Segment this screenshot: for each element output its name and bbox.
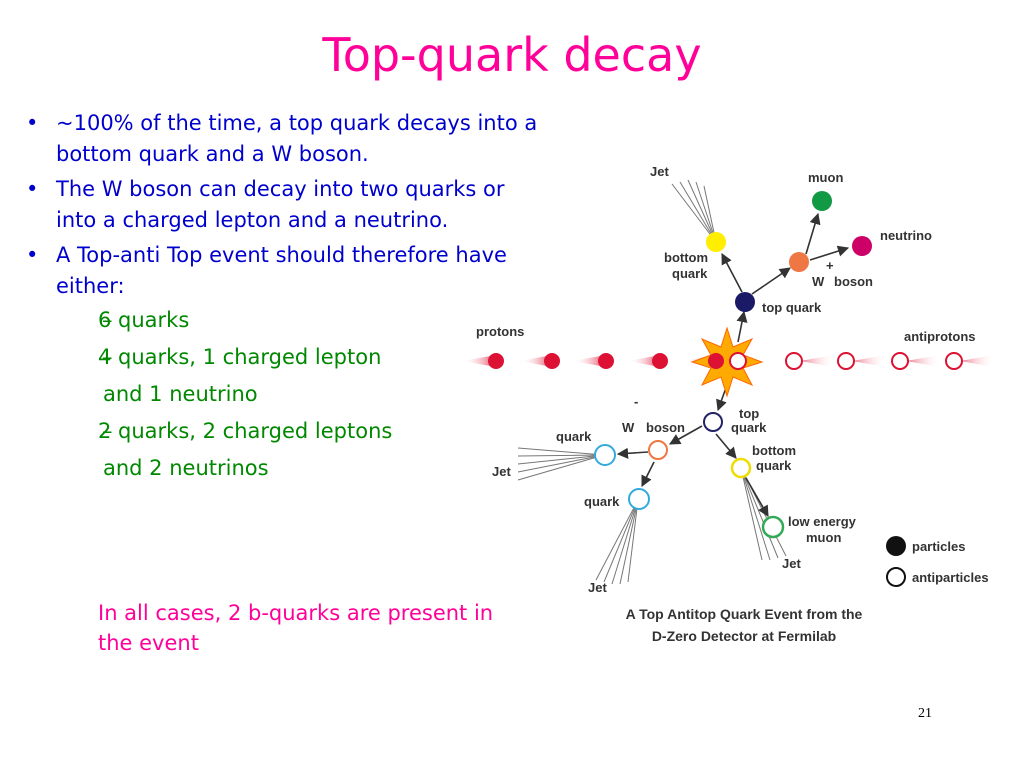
bullet-item: • A Top-anti Top event should therefore h… — [22, 240, 542, 487]
antiproton-particle — [945, 352, 963, 370]
antiproton-particle — [785, 352, 803, 370]
muon-particle — [812, 191, 832, 211]
legend-particles-marker — [886, 536, 906, 556]
label-jet-top: Jet — [650, 164, 669, 179]
bullet-list: • ~100% of the time, a top quark decays i… — [22, 108, 542, 491]
legend-particles-label: particles — [912, 539, 965, 554]
proton-particle — [598, 353, 614, 369]
label-bottom-quark-bottom-2: quark — [756, 458, 792, 473]
label-w-bottom: W — [622, 420, 635, 435]
decay-arrows — [616, 212, 850, 517]
proton-particle — [544, 353, 560, 369]
label-jet-bottom-right: Jet — [782, 556, 801, 571]
label-bottom-quark-top-1: bottom — [664, 250, 708, 265]
proton-beam — [462, 353, 716, 369]
label-bottom-quark-top-2: quark — [672, 266, 708, 281]
summary-note: In all cases, 2 b-quarks are present in … — [98, 601, 494, 655]
label-w-top: W — [812, 274, 825, 289]
sub-bullet-text: 6 quarks — [98, 308, 190, 332]
antiproton-particle — [837, 352, 855, 370]
bullet-dot: • — [26, 177, 39, 201]
bullet-item: • ~100% of the time, a top quark decays i… — [22, 108, 542, 170]
jet-lines-top — [671, 179, 717, 243]
w-boson-particle — [789, 252, 809, 272]
proton-particle — [488, 353, 504, 369]
label-top-bottom-2: quark — [731, 420, 767, 435]
diagram-caption-line1: A Top Antitop Quark Event from the — [626, 606, 863, 622]
label-muon-low: muon — [806, 530, 841, 545]
sub-bullet-item: –2 quarks, 2 charged leptons and 2 neutri… — [56, 413, 542, 487]
label-bottom-quark-bottom-1: bottom — [752, 443, 796, 458]
legend: particles antiparticles — [886, 536, 989, 587]
legend-antiparticles-label: antiparticles — [912, 570, 989, 585]
sub-bullet-text: 4 quarks, 1 charged lepton — [98, 345, 382, 369]
sub-bullet-item: –4 quarks, 1 charged lepton and 1 neutrin… — [56, 339, 542, 413]
label-top-quark: top quark — [762, 300, 822, 315]
antitop-quark-particle — [703, 412, 723, 432]
bottom-quark-particle — [706, 232, 726, 252]
sub-bullet-continuation: and 1 neutrino — [103, 382, 258, 406]
antiproton-beam — [785, 352, 994, 370]
bullet-item: • The W boson can decay into two quarks o… — [22, 174, 542, 236]
sub-bullet-dash: – — [102, 308, 113, 332]
bullet-text: The W boson can decay into two quarks or… — [56, 177, 505, 232]
top-quark-particle — [735, 292, 755, 312]
bullet-dot: • — [26, 243, 39, 267]
sub-bullet-item: –6 quarks — [56, 302, 542, 339]
bullet-dot: • — [26, 111, 39, 135]
bullet-text: A Top-anti Top event should therefore ha… — [56, 243, 507, 298]
label-jet-left: Jet — [492, 464, 511, 479]
sub-bullet-dash: – — [102, 419, 113, 443]
label-antiprotons: antiprotons — [904, 329, 976, 344]
antiproton-particle — [891, 352, 909, 370]
proton-particle — [708, 353, 724, 369]
collision-burst — [690, 326, 764, 398]
antiquark-particle-upper — [594, 444, 616, 466]
diagram-caption-line2: D-Zero Detector at Fermilab — [652, 628, 836, 644]
w-minus-boson-particle — [648, 440, 668, 460]
antimuon-particle — [761, 515, 785, 539]
top-antitop-event-diagram: Jet muon bottom quark neutrino + W boson… — [462, 164, 994, 644]
legend-antiparticles-marker — [886, 567, 906, 587]
label-boson-top: boson — [834, 274, 873, 289]
label-w-plus: + — [826, 258, 834, 273]
sub-bullet-continuation: and 2 neutrinos — [103, 456, 269, 480]
jet-lines-left — [517, 447, 605, 481]
antiproton-particle — [729, 352, 747, 370]
label-quark-upper: quark — [556, 429, 592, 444]
label-w-minus: - — [634, 394, 638, 409]
label-boson-bottom: boson — [646, 420, 685, 435]
proton-particle — [652, 353, 668, 369]
sub-bullet-text: 2 quarks, 2 charged leptons — [98, 419, 393, 443]
jet-lines-bottom-left — [595, 499, 639, 585]
label-muon: muon — [808, 170, 843, 185]
label-top-bottom-1: top — [739, 406, 759, 421]
label-jet-bottom-left: Jet — [588, 580, 607, 595]
label-protons: protons — [476, 324, 524, 339]
neutrino-particle — [852, 236, 872, 256]
page-number: 21 — [918, 706, 932, 721]
label-neutrino: neutrino — [880, 228, 932, 243]
label-low-energy: low energy — [788, 514, 857, 529]
sub-bullet-dash: – — [102, 345, 113, 369]
antiquark-particle-lower — [628, 488, 650, 510]
bullet-text: ~100% of the time, a top quark decays in… — [56, 111, 538, 166]
slide-title: Top-quark decay — [322, 28, 702, 82]
antibottom-quark-particle — [730, 457, 752, 479]
label-quark-lower: quark — [584, 494, 620, 509]
